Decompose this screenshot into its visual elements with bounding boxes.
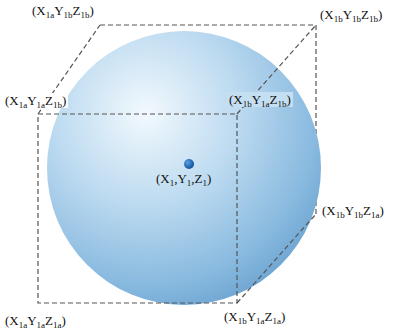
corner-label: (X1bY1bZ1a) — [320, 203, 386, 218]
corner-label: (X1bY1aZ1a) — [222, 309, 287, 324]
corner-label: (X1bY1bZ1b) — [318, 7, 384, 22]
sphere — [47, 31, 321, 305]
corner-label: (X1aY1aZ1a) — [3, 313, 68, 328]
corner-label: (X1aY1bZ1b) — [30, 3, 96, 18]
center-point — [184, 159, 194, 169]
center-point-label: (X1,Y1,Z1) — [154, 171, 213, 186]
front-edges — [38, 25, 316, 303]
corner-label: (X1aY1aZ1b) — [3, 93, 68, 108]
corner-label: (X1bY1aZ1b) — [227, 92, 293, 107]
